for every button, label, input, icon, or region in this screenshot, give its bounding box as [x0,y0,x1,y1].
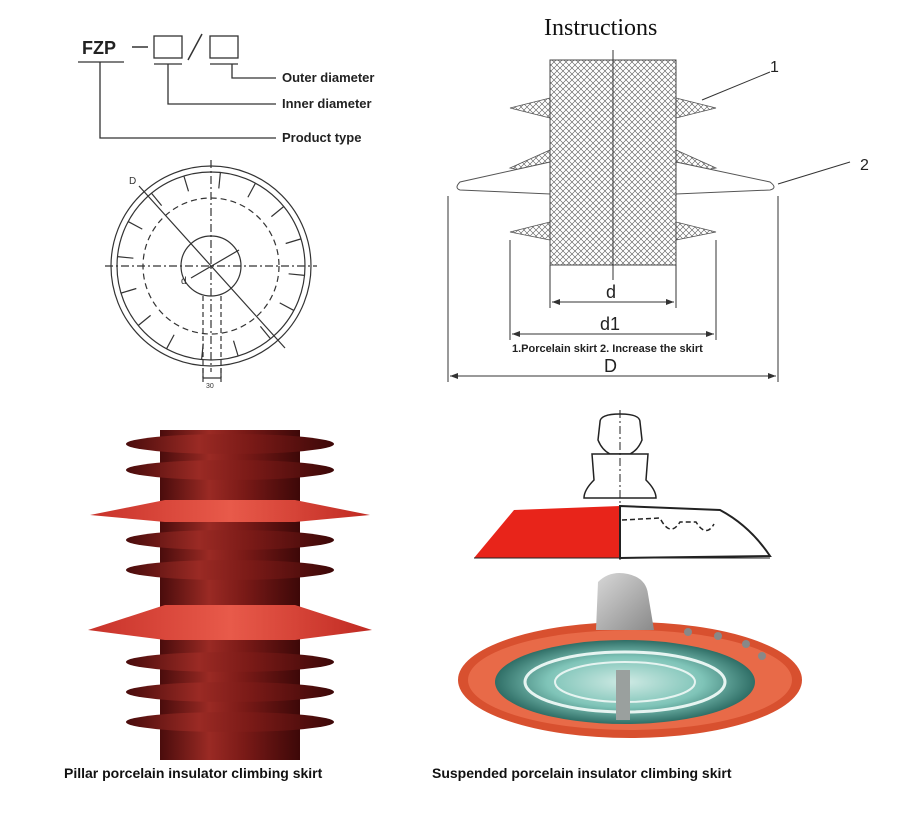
pillar-shed [126,434,334,454]
caption-pillar: Pillar porcelain insulator climbing skir… [64,765,323,781]
plan-rib [166,334,175,350]
label-inner-diameter: Inner diameter [282,96,372,111]
caption-suspended: Suspended porcelain insulator climbing s… [432,765,732,781]
plan-rib [117,256,134,259]
suspended-insulator-drawing [470,410,780,570]
pillar-shed [126,712,334,732]
plan-view-drawing: D d 30 [105,160,325,390]
pillar-shed [126,682,334,702]
callout-1: 1 [770,59,779,76]
dim-d1: d1 [600,314,620,334]
inner-diameter-box [153,35,183,59]
plan-rib [259,326,271,340]
plan-rib [137,314,151,326]
plan-label-d: d [181,276,187,287]
dim-d: d [606,282,616,302]
section-title: Instructions [544,15,658,41]
section-drawing: 1 2 d d1 D 1.Porcelain skirt 2. Increase… [440,50,900,390]
product-code-diagram: FZP Outer diameter Inner diameter Produc… [60,20,400,160]
pillar-shed [126,530,334,550]
plan-rib [285,238,302,245]
pillar-shed [126,652,334,672]
code-prefix: FZP [82,38,116,58]
plan-rib [218,172,221,189]
pillar-shed [126,560,334,580]
section-svg: 1 2 d d1 D 1.Porcelain skirt 2. Increase… [447,50,869,382]
suspended-drawing-svg [474,410,772,560]
pillar-insulator-svg [88,430,372,760]
label-outer-diameter: Outer diameter [282,70,375,85]
suspended-insulator-photo [450,570,810,750]
callout-2: 2 [860,157,869,174]
code-lines: FZP [78,33,276,139]
plan-slot-width: 30 [206,383,214,390]
plan-rib [151,192,163,206]
plan-rib [127,221,143,230]
plan-rib [183,175,190,192]
plan-rib [120,287,137,294]
outer-diameter-box [209,35,239,59]
pillar-shed [126,460,334,480]
plan-rib [201,343,204,360]
label-product-type: Product type [282,130,362,145]
dim-D: D [604,356,617,376]
plan-rib [279,302,295,311]
section-note: 1.Porcelain skirt 2. Increase the skirt [512,343,703,355]
plan-rib [288,273,305,276]
plan-label-D: D [129,176,136,187]
plan-view-svg: D d 30 [105,160,317,390]
suspended-photo-svg [458,573,802,738]
plan-rib [247,182,256,198]
pillar-insulator-image [80,430,380,760]
plan-rib [232,340,239,357]
plan-rib [271,206,285,218]
